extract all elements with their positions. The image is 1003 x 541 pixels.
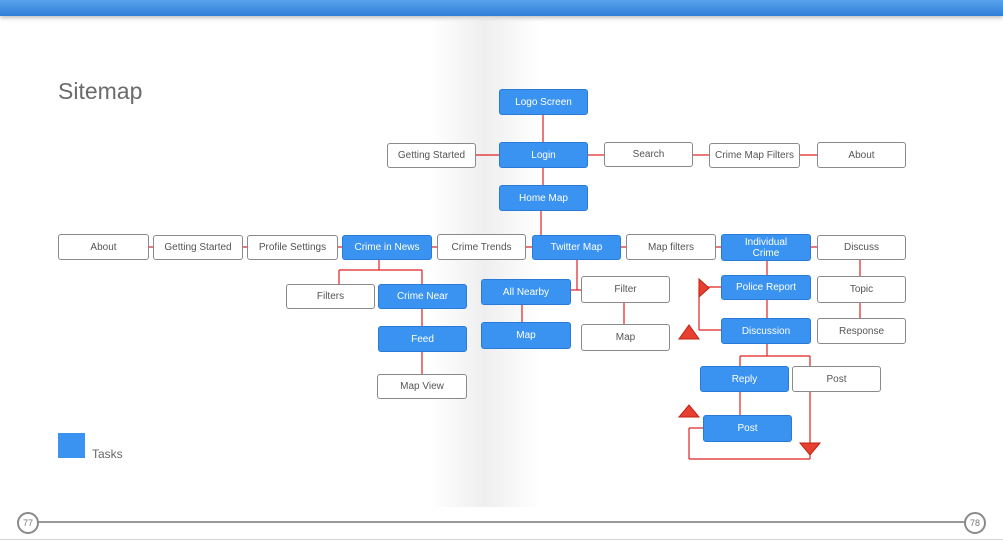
node-map-page: Map	[581, 324, 670, 351]
legend-task-swatch	[58, 433, 85, 458]
node-about-top: About	[817, 142, 906, 168]
node-filter: Filter	[581, 276, 670, 303]
node-post-task: Post	[703, 415, 792, 442]
node-individual-crime: Individual Crime	[721, 234, 811, 261]
node-twitter-map: Twitter Map	[532, 235, 621, 260]
header-accent-bar	[0, 0, 1003, 16]
node-crime-trends: Crime Trends	[437, 234, 526, 260]
node-reply: Reply	[700, 366, 789, 392]
node-discuss: Discuss	[817, 235, 906, 260]
node-discussion: Discussion	[721, 318, 811, 344]
node-feed: Feed	[378, 326, 467, 352]
node-home-map: Home Map	[499, 185, 588, 211]
node-crime-map-filters: Crime Map Filters	[709, 143, 800, 168]
node-map-view: Map View	[377, 374, 467, 399]
legend-label: Tasks	[92, 447, 123, 461]
node-crime-near: Crime Near	[378, 284, 467, 309]
node-about-left: About	[58, 234, 149, 260]
node-all-nearby: All Nearby	[481, 279, 571, 305]
footer-divider	[38, 521, 965, 523]
node-getting-started-left: Getting Started	[153, 235, 243, 260]
node-map-filters: Map filters	[626, 234, 716, 260]
page-title: Sitemap	[58, 78, 143, 104]
page-number-left: 77	[17, 512, 39, 534]
bottom-edge-line	[0, 539, 1003, 540]
node-login: Login	[499, 142, 588, 168]
node-filters: Filters	[286, 284, 375, 309]
node-getting-started-top: Getting Started	[387, 143, 476, 168]
node-police-report: Police Report	[721, 275, 811, 300]
node-post-page: Post	[792, 366, 881, 392]
node-response: Response	[817, 318, 906, 344]
node-crime-in-news: Crime in News	[342, 235, 432, 260]
page-number-right: 78	[964, 512, 986, 534]
node-topic: Topic	[817, 276, 906, 303]
node-logo-screen: Logo Screen	[499, 89, 588, 115]
node-profile-settings: Profile Settings	[247, 235, 338, 260]
node-search: Search	[604, 142, 693, 167]
node-map-task: Map	[481, 322, 571, 349]
